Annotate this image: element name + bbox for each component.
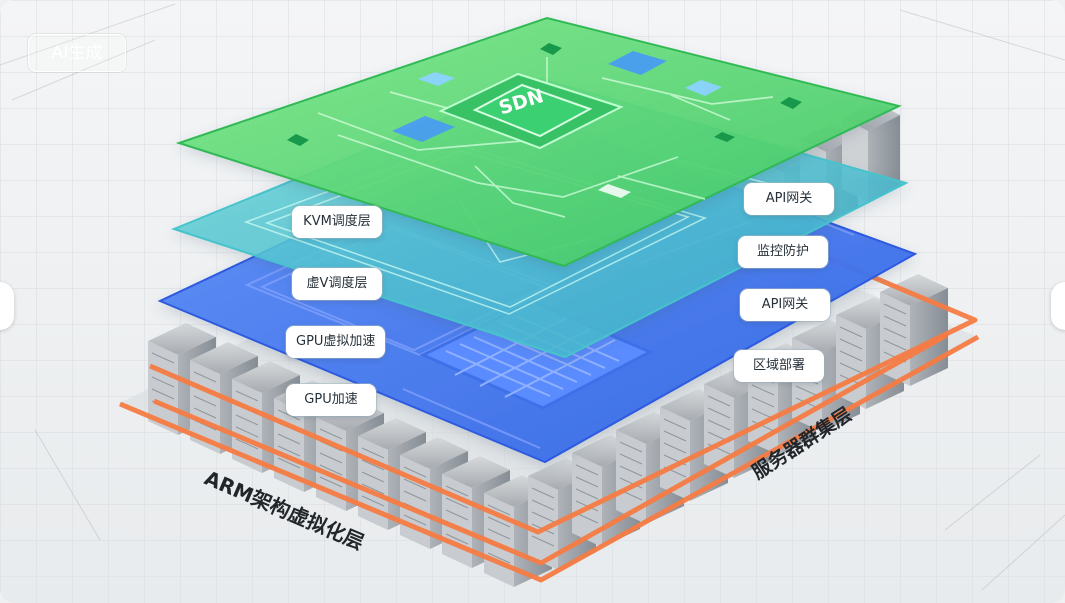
regional-deployment-label: 区域部署 bbox=[734, 350, 824, 382]
sdn-chip-core bbox=[472, 83, 593, 138]
ai-generated-badge: AI生成 bbox=[28, 34, 126, 72]
kvm-scheduling-label: KVM调度层 bbox=[292, 206, 382, 238]
green-layer-node-mid bbox=[714, 132, 735, 142]
green-layer-node-top bbox=[540, 43, 562, 55]
previous-button[interactable] bbox=[0, 282, 14, 330]
green-layer-small-chip-right bbox=[685, 80, 722, 96]
virtual-scheduling-label: 虚V调度层 bbox=[292, 268, 382, 300]
green-layer-white-module bbox=[598, 184, 631, 198]
api-gateway-label-top: API网关 bbox=[744, 183, 834, 215]
gpu-virtual-acceleration-label: GPU虚拟加速 bbox=[286, 326, 386, 358]
monitoring-protection-label: 监控防护 bbox=[738, 236, 828, 268]
green-layer-blue-chip-left bbox=[392, 116, 455, 142]
blueprint-lines bbox=[0, 3, 1065, 591]
green-layer-blue-chip-top bbox=[608, 51, 667, 75]
green-layer-small-chip bbox=[418, 72, 455, 86]
gpu-acceleration-label: GPU加速 bbox=[286, 384, 376, 416]
green-layer-node-left bbox=[287, 134, 309, 146]
api-gateway-label-bottom: API网关 bbox=[740, 289, 830, 321]
green-layer-node-right bbox=[780, 97, 802, 109]
next-button[interactable] bbox=[1051, 282, 1065, 330]
